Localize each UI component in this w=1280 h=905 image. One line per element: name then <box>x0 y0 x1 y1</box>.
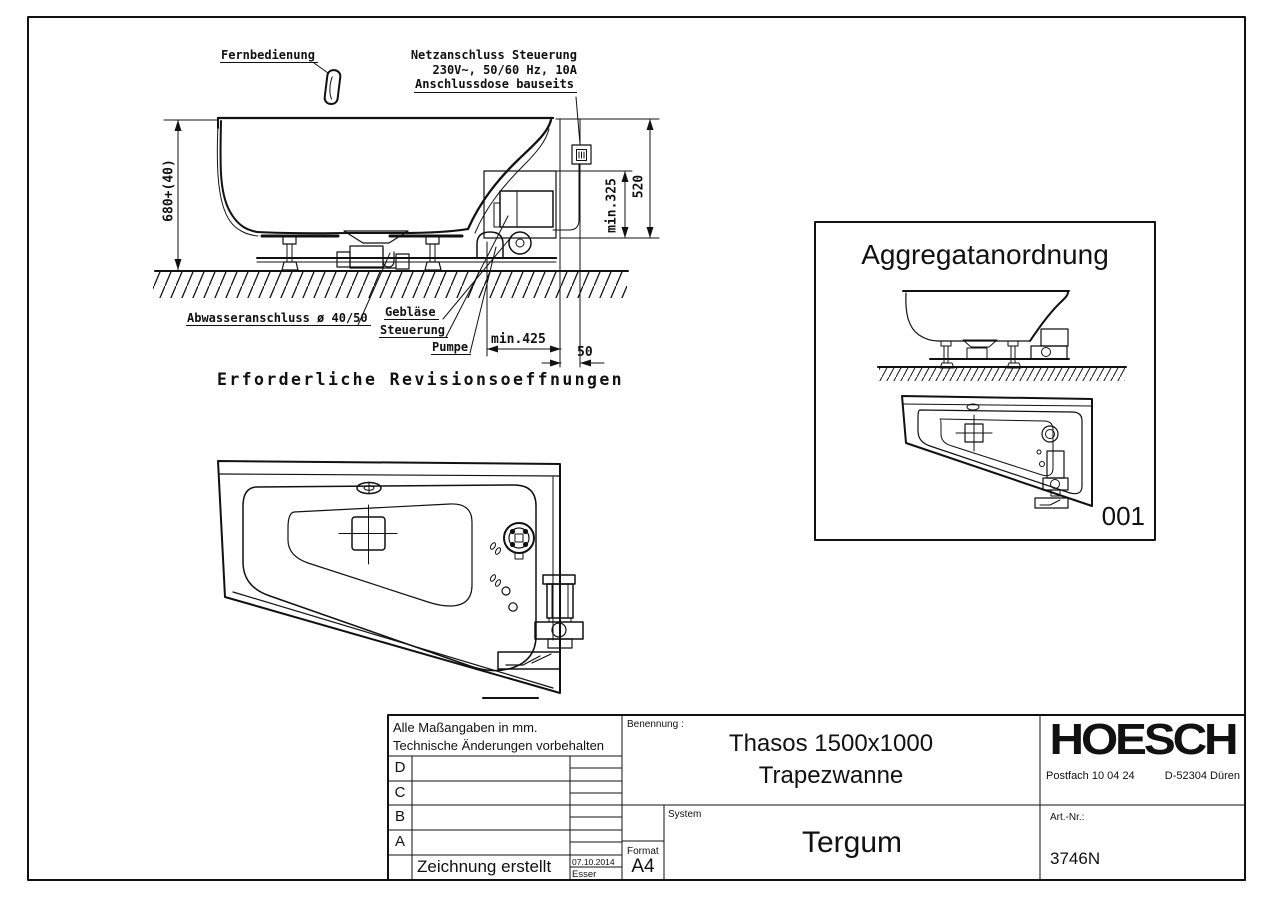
power-cable <box>552 163 580 231</box>
remote-control <box>323 69 342 106</box>
dimension-min425 <box>486 241 562 357</box>
dimension-lines <box>163 118 660 367</box>
ground-hatch <box>153 272 627 298</box>
leader-geblaese <box>442 235 513 320</box>
basin-plan <box>287 503 473 607</box>
electrical-symbol-box <box>497 651 561 670</box>
control-unit <box>499 190 554 228</box>
aggregat-number: 001 <box>1101 501 1145 531</box>
label-netzanschluss: Netzanschluss Steuerung 230V~, 50/60 Hz,… <box>393 48 577 93</box>
dimension-text-680: 680+(40) <box>161 159 177 222</box>
aggregat-title: Aggregatanordnung <box>861 239 1109 270</box>
leader-abwasser <box>357 252 391 326</box>
label-geblaese: Gebläse <box>384 305 439 320</box>
dimension-520 <box>555 118 660 239</box>
blower-unit <box>508 231 532 255</box>
netzanschluss-line3: Anschlussdose bauseits <box>414 77 577 93</box>
air-control-knob <box>503 522 535 560</box>
leader-steuerung <box>445 215 509 338</box>
benennung-label: Benennung : <box>627 719 684 730</box>
aggregat-box-border <box>814 221 1156 541</box>
hoesch-logo: HOESCH <box>1049 714 1239 764</box>
plan-view-drawing <box>217 460 584 699</box>
side-view-caption: Erforderliche Revisionsoeffnungen <box>217 370 625 389</box>
label-fernbedienung: Fernbedienung <box>220 48 318 63</box>
benennung-line2: Trapezwanne <box>758 762 904 789</box>
dimension-680 <box>163 119 219 271</box>
air-jets <box>489 542 518 612</box>
side-view-drawing <box>153 69 629 368</box>
hoesch-address: Postfach 10 04 24 D-52304 Düren <box>1046 770 1240 782</box>
note-line1: Alle Maßangaben in mm. <box>393 720 538 735</box>
netzanschluss-line1: Netzanschluss Steuerung <box>410 48 577 62</box>
tub-outline-plan <box>217 460 561 694</box>
revision-row-a: A <box>394 833 405 850</box>
title-block-grid <box>387 714 1246 881</box>
label-pumpe: Pumpe <box>431 340 472 355</box>
aggregat-side-view <box>877 290 1127 381</box>
pump-plan <box>534 574 584 649</box>
inner-rim-plan <box>242 484 537 672</box>
tub-bottom <box>256 228 469 235</box>
system-value: Tergum <box>801 826 903 859</box>
benennung-line1: Thasos 1500x1000 <box>728 730 934 757</box>
aggregat-plan-view <box>901 395 1093 509</box>
dimension-text-min325: min.325 <box>604 178 620 233</box>
note-line2: Technische Änderungen vorbehalten <box>393 738 605 753</box>
created-by: Esser <box>572 869 597 880</box>
leader-lines <box>313 62 581 354</box>
dimension-50 <box>541 359 605 367</box>
dimension-text-520: 520 <box>631 174 647 199</box>
label-abwasseranschluss: Abwasseranschluss ø 40/50 <box>186 311 371 326</box>
power-socket-symbol <box>571 144 592 165</box>
drain-assembly <box>336 230 410 270</box>
format-label: Format <box>627 846 659 857</box>
artnr-label: Art.-Nr.: <box>1050 812 1085 823</box>
netzanschluss-line2: 230V~, 50/60 Hz, 10A <box>432 62 578 77</box>
created-label: Zeichnung erstellt <box>417 857 552 876</box>
leader-fernbedienung <box>313 62 329 74</box>
address-postfach: Postfach 10 04 24 <box>1046 770 1135 782</box>
address-city: D-52304 Düren <box>1164 770 1240 782</box>
artnr-value: 3746N <box>1050 849 1101 868</box>
aggregate-units <box>473 190 557 259</box>
revision-row-c: C <box>394 784 406 801</box>
overflow-fitting <box>356 481 382 495</box>
aggregat-drawing <box>814 221 1156 541</box>
tub-right-wall <box>466 118 553 231</box>
tub-left-wall <box>219 120 258 233</box>
dimension-min325 <box>555 170 633 239</box>
title-block-notes: Alle Maßangaben in mm. Technische Änderu… <box>393 719 604 755</box>
system-label: System <box>668 809 702 820</box>
leader-pumpe <box>469 246 497 354</box>
dimension-text-min425: min.425 <box>491 332 546 347</box>
leader-anschlussdose <box>575 96 581 145</box>
dimension-text-50: 50 <box>577 345 593 360</box>
pump-unit <box>476 231 504 259</box>
revision-row-d: D <box>394 759 406 776</box>
created-date: 07.10.2014 <box>572 857 615 867</box>
revision-opening-box <box>483 170 557 239</box>
revision-row-b: B <box>394 808 405 825</box>
waste-cover <box>338 504 398 565</box>
label-steuerung: Steuerung <box>379 323 449 338</box>
format-value: A4 <box>631 856 655 877</box>
support-legs <box>281 235 442 271</box>
